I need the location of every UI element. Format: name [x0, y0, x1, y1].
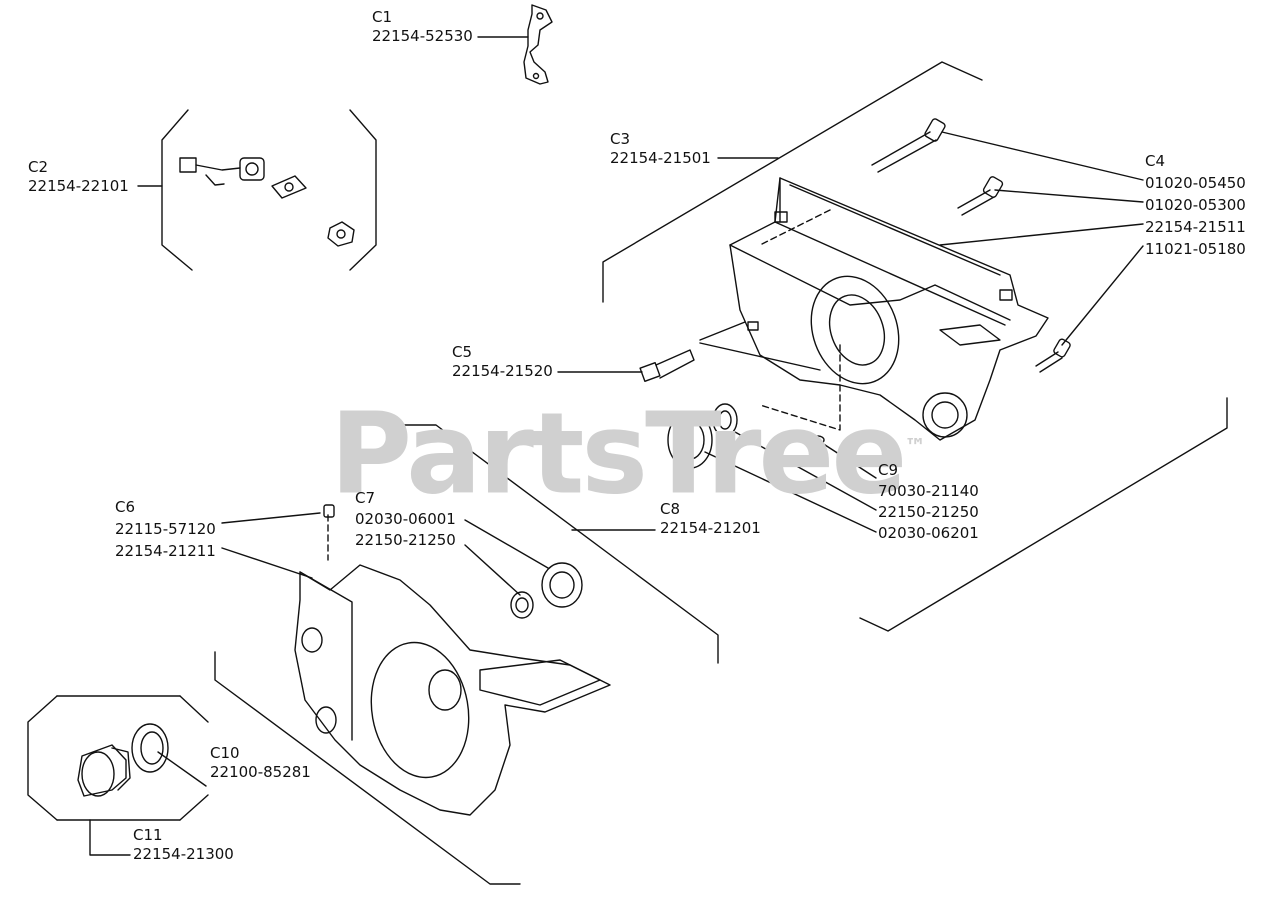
callout-ref: C8: [660, 500, 681, 518]
part-number: 22154-52530: [372, 27, 473, 45]
part-number: 22154-21511: [1145, 218, 1246, 236]
c2-group-frame-left: [161, 109, 193, 271]
c11-leader: [89, 819, 131, 856]
c11-group-frame-left: [27, 695, 58, 821]
c10-leader: [157, 751, 207, 787]
c11-group-frame-right: [179, 695, 209, 821]
c7-seal-part: [510, 591, 534, 619]
large-bearing-part: [667, 411, 713, 469]
part-number: 70030-21140: [878, 482, 979, 500]
callout-c5[interactable]: C5 22154-21520: [452, 343, 553, 381]
callout-ref: C11: [133, 826, 163, 844]
part-number: 01020-05450: [1145, 174, 1246, 192]
part-number: 22100-85281: [210, 763, 311, 781]
oil-pump-part: [179, 157, 355, 247]
part-number: 02030-06001: [355, 510, 456, 528]
part-number: 22150-21250: [878, 503, 979, 521]
callout-c6[interactable]: C6 22115-57120 22154-21211: [115, 496, 216, 562]
dowel-pin-part: [811, 435, 825, 445]
callout-ref: C3: [610, 130, 631, 148]
part-number: 22154-22101: [28, 177, 129, 195]
c9-leader-1: [821, 442, 877, 479]
callout-c4[interactable]: C4 01020-05450 01020-05300 22154-21511 1…: [1145, 150, 1246, 260]
part-number: 11021-05180: [1145, 240, 1246, 258]
c6-leader-1: [221, 512, 321, 524]
callout-ref: C2: [28, 158, 49, 176]
callout-c3[interactable]: C3 22154-21501: [610, 130, 711, 168]
c4-leader-3: [939, 223, 1144, 246]
c4-leader-2: [994, 189, 1144, 203]
fuel-cap-part: [77, 744, 131, 797]
part-number: 22115-57120: [115, 520, 216, 538]
c11-frame-bottom: [56, 695, 181, 821]
c7-leader-2: [464, 544, 521, 596]
callout-ref: C4: [1145, 152, 1166, 170]
crankcase-half-left-part: [294, 504, 611, 816]
part-number: 22154-21501: [610, 149, 711, 167]
bearing-axis-line: [699, 321, 821, 371]
part-number: 22154-21300: [133, 845, 234, 863]
gasket-part: [131, 723, 169, 773]
c9-leader-2: [734, 431, 877, 511]
bolt-axis-line-1: [759, 209, 831, 246]
watermark: PartsTree™: [330, 389, 927, 520]
callout-ref: C10: [210, 744, 240, 762]
c6-group-frame: [214, 651, 521, 885]
c2-group-frame-right: [349, 109, 377, 271]
bolt-axis-line-2: [759, 344, 841, 431]
callout-c1[interactable]: C1 22154-52530: [372, 8, 473, 46]
side-bolt-part: [1035, 338, 1071, 373]
c3-group-frame: [602, 61, 983, 303]
oil-seal-part: [712, 403, 738, 437]
throttle-lever-part: [523, 4, 553, 85]
callout-c7[interactable]: C7 02030-06001 22150-21250: [355, 488, 456, 551]
callout-c2[interactable]: C2 22154-22101: [28, 158, 129, 196]
callout-c8[interactable]: C8 22154-21201: [660, 500, 761, 538]
part-number: 22154-21201: [660, 519, 761, 537]
part-number: 02030-06201: [878, 524, 979, 542]
callout-ref: C1: [372, 8, 393, 26]
c9-leader-3: [704, 451, 877, 533]
part-number: 22154-21520: [452, 362, 553, 380]
callout-ref: C7: [355, 489, 376, 507]
part-number: 22150-21250: [355, 531, 456, 549]
callout-ref: C6: [115, 498, 136, 516]
c4-leader-1: [941, 131, 1144, 181]
callout-ref: C9: [878, 461, 899, 479]
callout-ref: C5: [452, 343, 473, 361]
c3-group-frame-bottom: [859, 397, 1228, 632]
crankcase-pin-part: [639, 349, 695, 383]
callout-c9[interactable]: C9 70030-21140 22150-21250 02030-06201: [878, 460, 979, 544]
c6-leader-2: [221, 547, 313, 579]
c7-leader-1: [464, 519, 549, 569]
callout-c10[interactable]: C10 22100-85281: [210, 744, 311, 782]
short-bolt-part: [957, 176, 1004, 216]
part-number: 22154-21211: [115, 542, 216, 560]
c4-leader-4: [1061, 245, 1144, 346]
crankcase-half-part: [729, 177, 1049, 441]
long-bolt-part: [871, 118, 946, 173]
callout-c11[interactable]: C11 22154-21300: [133, 826, 234, 864]
c7-bearing-part: [541, 562, 583, 608]
part-number: 01020-05300: [1145, 196, 1246, 214]
